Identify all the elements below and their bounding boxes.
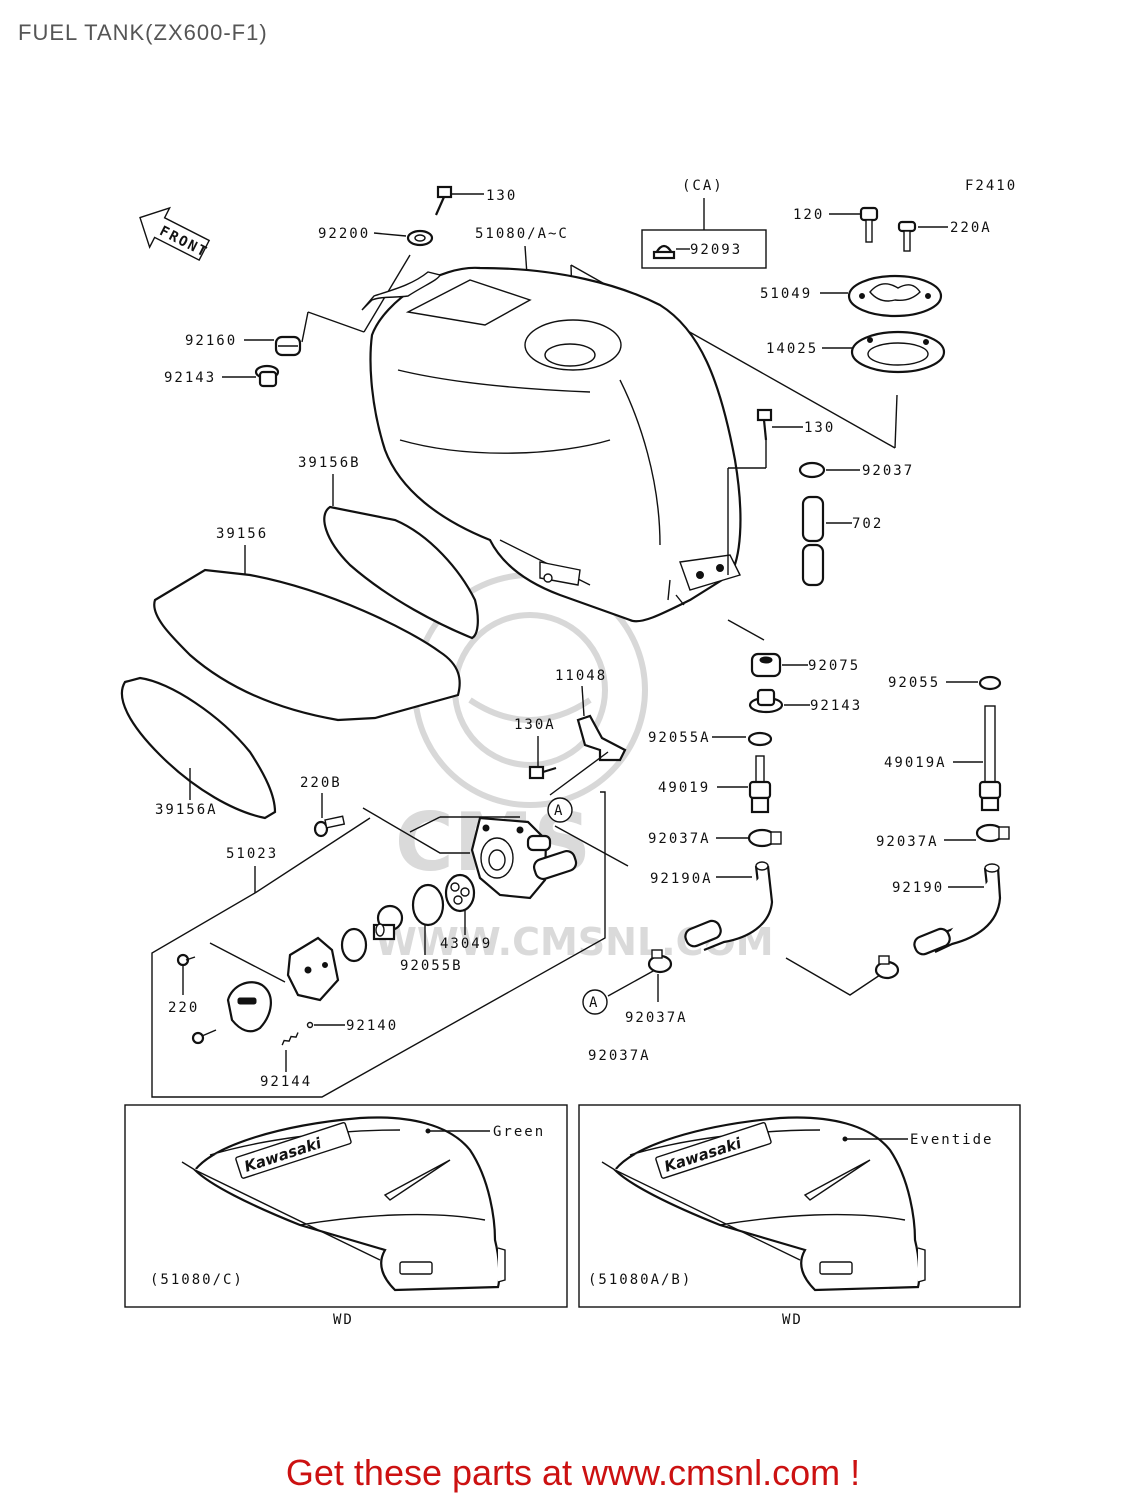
label-11048: 11048 <box>555 668 607 684</box>
label-92055b: 92055B <box>400 958 463 974</box>
variant-left-panel: Kawasaki Green (51080/C) <box>124 1104 568 1308</box>
variant-left-color: Green <box>493 1124 545 1140</box>
label-130-top: 130 <box>486 188 517 204</box>
fuel-tap-group-outline <box>151 791 606 1098</box>
label-92093: 92093 <box>690 242 742 258</box>
ball-92140-icon <box>306 1021 314 1029</box>
bolt-120-icon <box>859 206 879 243</box>
variant-right-part-ref: (51080A/B) <box>588 1272 692 1288</box>
fuel-tank-51080-icon <box>361 266 742 623</box>
bolt-130a-icon <box>528 765 557 780</box>
label-220b: 220B <box>300 775 342 791</box>
filter-43049-icon <box>444 873 476 913</box>
screw-220b-icon <box>313 815 346 838</box>
clamp-92037a-2-icon <box>975 823 1010 843</box>
figure-code: F2410 <box>965 178 1017 194</box>
fuel-tap-body-icon <box>470 816 578 900</box>
fuel-tap-knob-icon <box>226 981 272 1033</box>
variant-right-color: Eventide <box>910 1132 993 1148</box>
callout-a-top <box>547 797 573 823</box>
label-92190a: 92190A <box>650 871 713 887</box>
callout-a-bottom-label: A <box>589 995 599 1011</box>
fuel-cap-51049-icon <box>847 274 943 318</box>
label-92037a-4: 92037A <box>588 1048 651 1064</box>
grommet-92160-icon <box>274 335 302 357</box>
label-92055: 92055 <box>888 675 940 691</box>
fitting-49019-icon <box>748 755 772 814</box>
label-ca-group: (CA) <box>682 178 724 194</box>
fitting-49019a-icon <box>978 705 1002 812</box>
label-92200: 92200 <box>318 226 370 242</box>
hose-92190a-icon <box>684 861 774 952</box>
label-92140: 92140 <box>346 1018 398 1034</box>
o-ring-92055-icon <box>978 675 1002 691</box>
front-arrow-icon: FRONT <box>139 206 211 261</box>
label-130-right: 130 <box>804 420 835 436</box>
collar-92143-left-icon <box>254 364 280 388</box>
label-92143-right: 92143 <box>810 698 862 714</box>
label-43049: 43049 <box>440 936 492 952</box>
label-92143-left: 92143 <box>164 370 216 386</box>
grommet-92075-icon <box>750 652 782 678</box>
label-51049: 51049 <box>760 286 812 302</box>
label-220a: 220A <box>950 220 992 236</box>
label-130a: 130A <box>514 717 556 733</box>
label-39156: 39156 <box>216 526 268 542</box>
clamp-92037a-3-icon <box>647 949 673 974</box>
hose-702-icon <box>801 495 825 587</box>
variant-right-panel: Kawasaki Eventide (51080A/B) <box>578 1104 1021 1308</box>
pad-39156-icon <box>153 568 461 722</box>
o-ring-92055b-icon <box>411 883 445 927</box>
bracket-11048-icon <box>576 714 627 762</box>
label-39156b: 39156B <box>298 455 361 471</box>
label-14025: 14025 <box>766 341 818 357</box>
label-220: 220 <box>168 1000 199 1016</box>
screw-220a-icon <box>897 220 917 252</box>
label-92075: 92075 <box>808 658 860 674</box>
collar-92143-right-icon <box>748 688 784 714</box>
variant-right-code: WD <box>782 1312 803 1328</box>
pad-39156b-icon <box>323 505 479 640</box>
screw-220-icon <box>176 953 196 967</box>
o-ring-92055a-icon <box>747 731 773 747</box>
pad-39156a-icon <box>120 676 277 820</box>
callout-a-top-label: A <box>554 803 564 819</box>
label-92037a-3: 92037A <box>625 1010 688 1026</box>
label-92055a: 92055A <box>648 730 711 746</box>
clamp-92037a-1-icon <box>747 828 782 848</box>
screw-220-lower-icon <box>191 1029 217 1045</box>
lever-plate-icon <box>286 936 340 1002</box>
label-92037a-2: 92037A <box>876 834 939 850</box>
spring-92144-icon <box>281 1032 299 1046</box>
label-92160: 92160 <box>185 333 237 349</box>
label-92037a-1: 92037A <box>648 831 711 847</box>
label-92144: 92144 <box>260 1074 312 1090</box>
clamp-92037a-4-icon <box>874 955 900 980</box>
page-title: FUEL TANK(ZX600-F1) <box>18 20 268 45</box>
gasket-14025-icon <box>850 330 946 374</box>
label-51023: 51023 <box>226 846 278 862</box>
bolt-130-right-icon <box>756 408 773 441</box>
label-39156a: 39156A <box>155 802 218 818</box>
callout-a-bottom <box>582 989 608 1015</box>
label-49019: 49019 <box>658 780 710 796</box>
label-92037: 92037 <box>862 463 914 479</box>
variant-left-part-ref: (51080/C) <box>150 1272 244 1288</box>
bolt-130-top-icon <box>434 185 453 216</box>
footer-cta-link[interactable]: Get these parts at www.cmsnl.com ! <box>285 1452 861 1493</box>
label-51080: 51080/A~C <box>475 226 569 242</box>
hose-92190-icon <box>913 863 1002 956</box>
o-ring-small-icon <box>340 927 368 963</box>
variant-left-code: WD <box>333 1312 354 1328</box>
clamp-92037-icon <box>798 461 826 479</box>
label-702: 702 <box>852 516 883 532</box>
label-92190: 92190 <box>892 880 944 896</box>
label-120: 120 <box>793 207 824 223</box>
label-49019a: 49019A <box>884 755 947 771</box>
nut-92093-icon <box>652 244 676 260</box>
valve-stem-icon <box>372 904 404 941</box>
